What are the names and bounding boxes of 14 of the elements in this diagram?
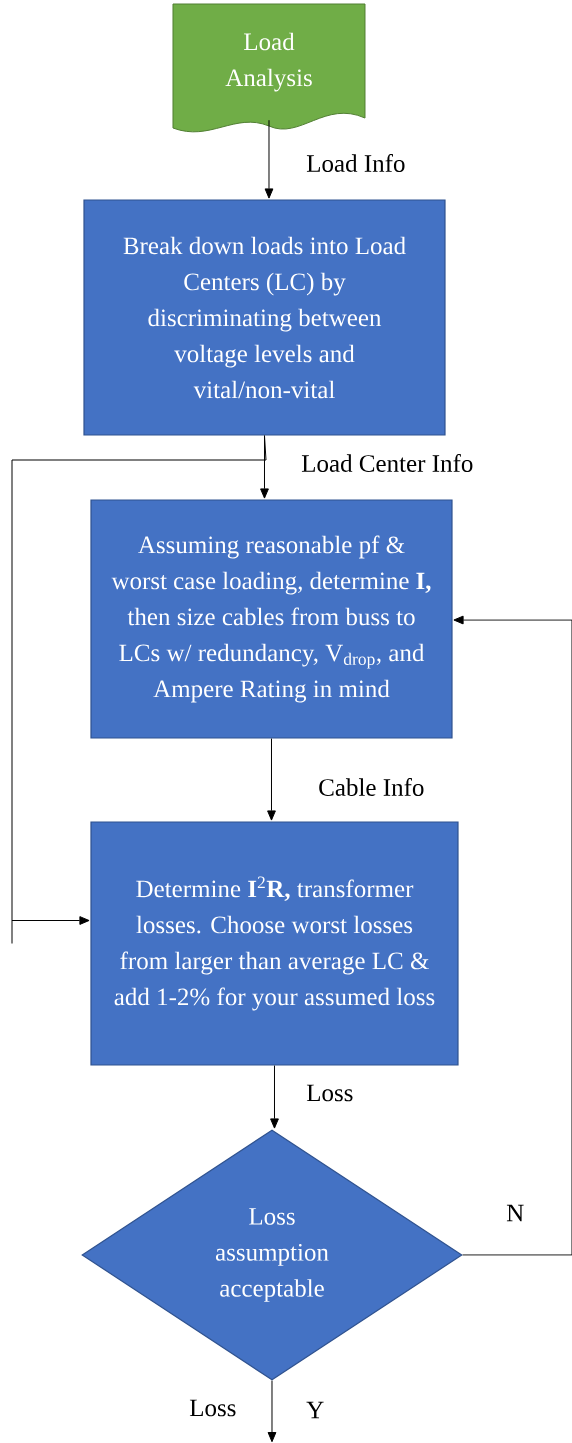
arrow: [270, 1065, 279, 1129]
edge-label: Load Center Info: [301, 454, 473, 472]
process-box: Break down loads into Load Centers (LC) by discriminating between voltage levels and vital/non-vital: [83, 199, 446, 436]
arrow: [11, 435, 267, 944]
arrow: [267, 1380, 277, 1443]
edge-label: N: [506, 1204, 524, 1222]
process-box: Determine I$^{2}$R, transformer losses. Choose worst losses from larger than average LC & add 1-2% for your assumed loss: [90, 821, 459, 1066]
process-box: Assuming reasonable pf & worst case loading, determine I, then size cables from buss to LCs w/ redundancy, V$_{drop}$, and Ampere Rating in mind: [90, 499, 453, 739]
edge-label: Loss: [306, 1084, 353, 1102]
edge-label: Y: [306, 1401, 324, 1419]
arrow: [264, 119, 274, 199]
edge-label: Cable Info: [319, 778, 424, 796]
arrow: [267, 738, 276, 821]
edge-label: Load Info: [306, 154, 405, 172]
